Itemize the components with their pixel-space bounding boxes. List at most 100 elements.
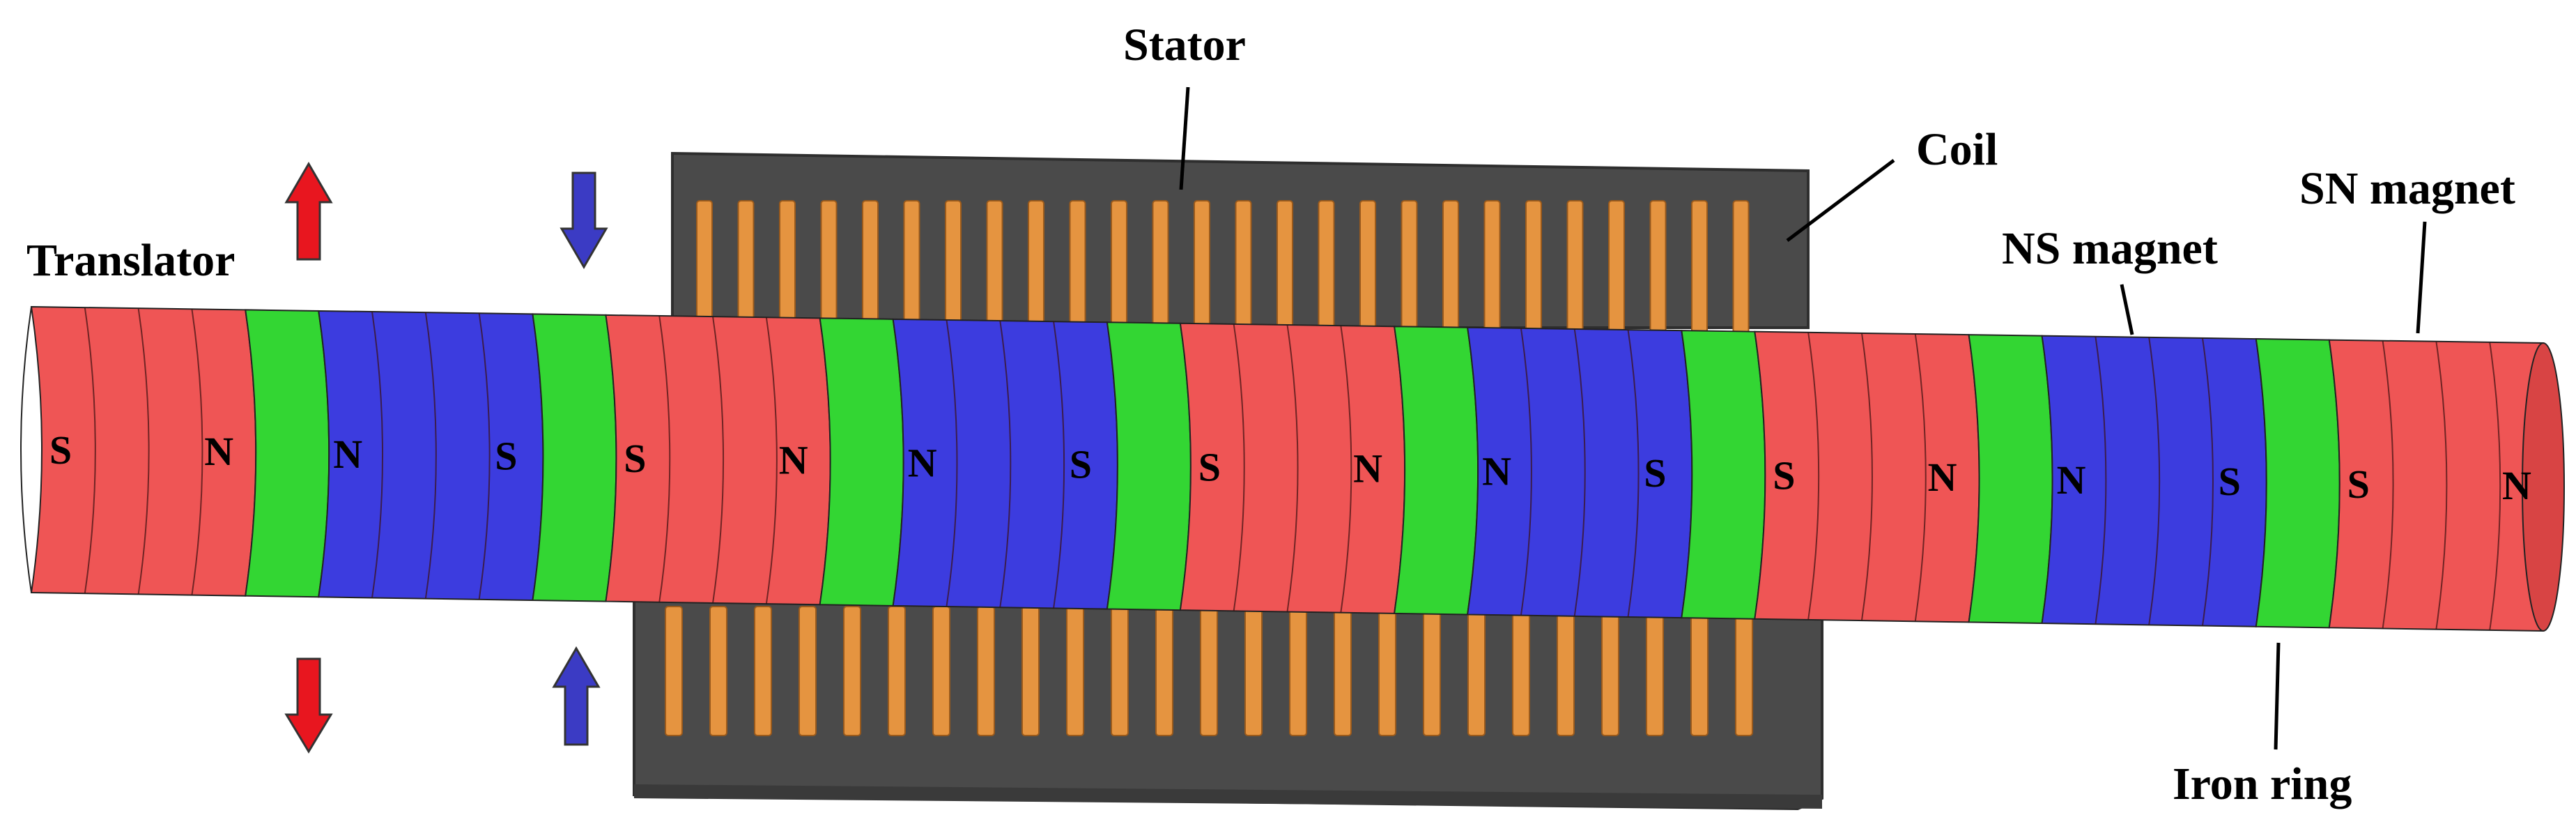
- pole-label: N: [2057, 457, 2086, 503]
- magnet-disc-line: [2148, 337, 2161, 625]
- coil-winding: [1691, 200, 1708, 334]
- arrow-red-up-icon: [284, 162, 333, 261]
- magnet-disc-line: [1914, 333, 1927, 622]
- stator-top: [671, 151, 1810, 334]
- coil-label: Coil: [1916, 124, 1998, 175]
- coil-winding: [1111, 606, 1129, 736]
- magnet-disc-line: [1053, 321, 1065, 609]
- ns-magnet-leader-line: [2120, 284, 2134, 335]
- coil-winding: [799, 606, 817, 736]
- magnet-disc-line: [946, 319, 958, 607]
- iron-ring-segment: [1681, 330, 1766, 620]
- iron-ring-segment: [819, 317, 904, 607]
- coil-winding: [1235, 200, 1252, 334]
- magnet-disc-line: [478, 313, 491, 600]
- magnet-disc-line: [424, 312, 437, 599]
- coil-winding: [1244, 606, 1263, 736]
- iron-ring-segment: [532, 313, 617, 602]
- coil-winding: [932, 606, 950, 736]
- sn-magnet-leader-line: [2416, 221, 2427, 334]
- pole-label: S: [495, 433, 517, 478]
- coil-winding: [1646, 606, 1664, 736]
- coil-winding: [1423, 606, 1441, 736]
- magnet-disc-line: [1340, 325, 1352, 613]
- pole-label: N: [2502, 463, 2531, 508]
- pole-label: S: [2219, 459, 2241, 504]
- coil-winding: [843, 606, 861, 736]
- magnet-disc-line: [1627, 329, 1640, 618]
- magnet-disc-line: [2382, 340, 2394, 629]
- translator-cylinder: [20, 305, 2565, 632]
- magnet-disc-line: [2095, 336, 2107, 625]
- pole-label: S: [1644, 450, 1666, 496]
- cylinder-end-cap: [2522, 342, 2565, 632]
- translator-label: Translator: [26, 235, 235, 286]
- coil-winding: [1401, 200, 1418, 334]
- pole-label: N: [1353, 446, 1382, 492]
- coil-winding: [1277, 200, 1293, 334]
- arrow-red-down-icon: [284, 657, 333, 754]
- iron-ring-segment: [245, 309, 330, 598]
- coil-winding: [709, 606, 727, 736]
- coil-winding: [696, 200, 713, 334]
- magnet-disc-line: [712, 316, 725, 604]
- stator-bottom-front-edge: [634, 784, 1822, 809]
- coil-winding: [665, 606, 683, 736]
- iron-ring-segment: [1106, 321, 1191, 611]
- coil-winding: [1557, 606, 1575, 736]
- magnet-disc-line: [191, 309, 203, 595]
- pole-label: N: [779, 437, 808, 482]
- coil-winding: [1483, 200, 1501, 334]
- pole-label: S: [624, 436, 646, 481]
- magnet-disc-line: [84, 307, 96, 594]
- coil-winding: [1601, 606, 1619, 736]
- coil-winding: [1649, 200, 1667, 334]
- coil-winding: [1334, 606, 1352, 736]
- coil-winding: [1690, 606, 1709, 736]
- coil-winding: [1359, 200, 1376, 334]
- magnet-disc-line: [999, 320, 1012, 608]
- iron-ring-segment: [1968, 334, 2053, 625]
- coil-winding: [1442, 200, 1459, 334]
- coil-winding: [1732, 200, 1750, 334]
- magnet-disc-line: [1860, 333, 1873, 621]
- iron-ring-segment: [1393, 326, 1479, 616]
- magnet-disc-line: [658, 315, 671, 602]
- coil-winding: [779, 200, 796, 334]
- stator-label: Stator: [1123, 20, 1246, 70]
- iron-ring-segment: [2255, 338, 2340, 629]
- coil-winding: [977, 606, 995, 736]
- stator-leader-line: [1179, 86, 1190, 190]
- magnet-disc-line: [2489, 342, 2501, 630]
- pole-label: N: [204, 429, 233, 474]
- iron-ring-leader-line: [2274, 642, 2281, 750]
- cylinder-end: [20, 306, 32, 593]
- ns-magnet-label: NS magnet: [2002, 223, 2218, 274]
- coil-winding: [1608, 200, 1625, 334]
- magnet-disc-line: [1520, 328, 1532, 616]
- coil-winding: [986, 200, 1003, 334]
- coil-winding: [1069, 200, 1086, 334]
- coil-winding: [1152, 200, 1169, 334]
- magnet-disc-line: [137, 308, 150, 595]
- coil-winding: [1200, 606, 1218, 736]
- coil-winding: [1194, 200, 1210, 334]
- coil-winding: [1467, 606, 1486, 736]
- coil-winding: [1378, 606, 1396, 736]
- pole-label: S: [49, 427, 72, 473]
- coil-winding: [888, 606, 906, 736]
- magnet-disc-line: [371, 311, 383, 598]
- coil-winding: [1111, 200, 1127, 334]
- coil-winding: [1028, 200, 1044, 334]
- coil-leader-line: [1786, 159, 1895, 242]
- sn-magnet-label: SN magnet: [2299, 163, 2515, 214]
- magnet-disc-line: [1286, 324, 1299, 612]
- stator-bottom: [633, 594, 1823, 811]
- pole-label: S: [1070, 442, 1092, 487]
- magnet-disc-line: [2435, 341, 2448, 630]
- pole-label: N: [1482, 449, 1511, 494]
- pole-label: S: [2347, 462, 2370, 507]
- coil-winding: [1318, 200, 1335, 334]
